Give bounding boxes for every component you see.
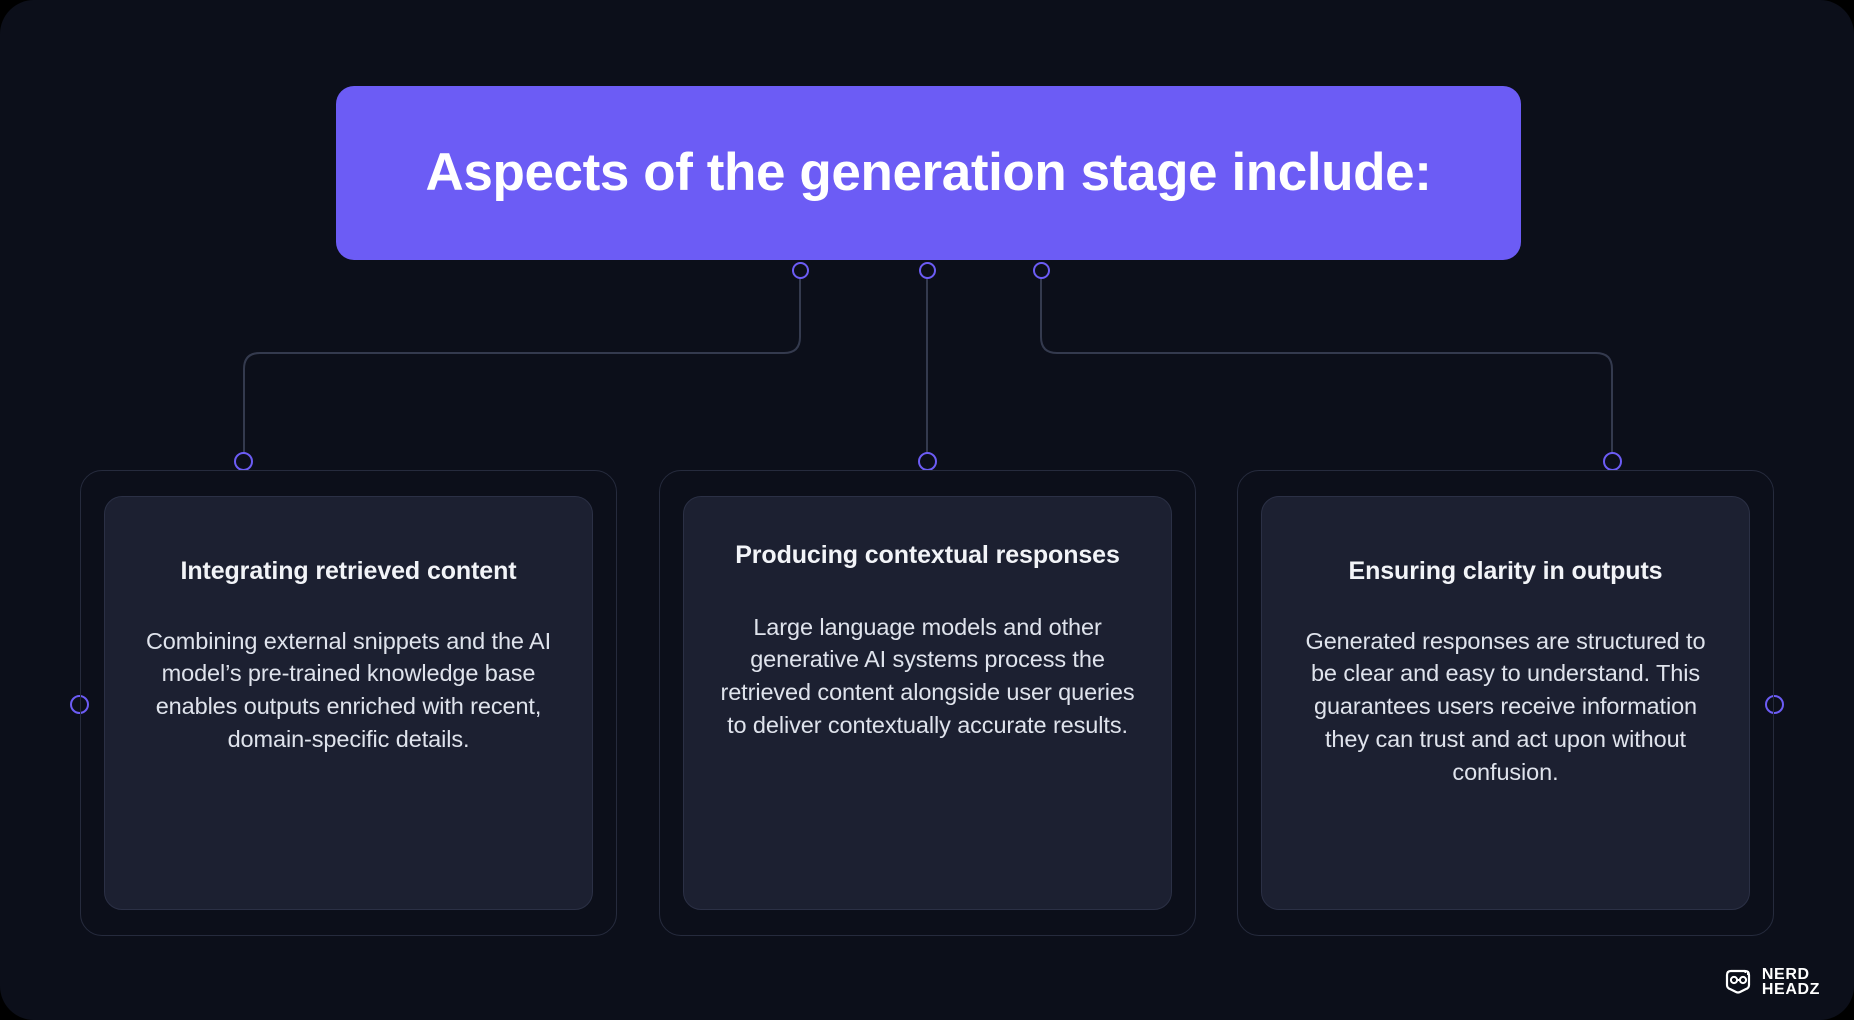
- connector-node-top-right: [1033, 262, 1050, 279]
- header-banner: Aspects of the generation stage include:: [336, 86, 1521, 260]
- card-2[interactable]: Producing contextual responses Large lan…: [683, 496, 1172, 910]
- card-3-body: Generated responses are structured to be…: [1305, 627, 1706, 786]
- card-outline-1: [80, 470, 617, 936]
- card-3[interactable]: Ensuring clarity in outputs Generated re…: [1261, 496, 1750, 910]
- connector-path-right: [1040, 269, 1613, 453]
- page-title: Aspects of the generation stage include:: [425, 143, 1432, 203]
- card-outline-3: [1237, 470, 1774, 936]
- nerd-head-icon: [1725, 970, 1750, 994]
- connector-node-top-left: [792, 262, 809, 279]
- brand-logo: NERD HEADZ: [1723, 965, 1820, 999]
- card-1[interactable]: Integrating retrieved content Combining …: [104, 496, 593, 910]
- connector-node-top-middle: [919, 262, 936, 279]
- card-3-title: Ensuring clarity in outputs: [1348, 557, 1663, 585]
- card-node-top-2: [918, 452, 937, 471]
- card-1-title: Integrating retrieved content: [180, 557, 517, 585]
- card-2-title: Producing contextual responses: [735, 541, 1120, 569]
- connector-path-left: [243, 269, 801, 453]
- brand-wordmark: NERD HEADZ: [1761, 965, 1820, 999]
- brand-line-2: HEADZ: [1761, 981, 1820, 999]
- card-outline-2: [659, 470, 1196, 936]
- edge-node-right: [1765, 695, 1784, 714]
- card-node-top-3: [1603, 452, 1622, 471]
- card-2-body: Large language models and other generati…: [720, 613, 1135, 739]
- card-node-top-1: [234, 452, 253, 471]
- brand-line-1: NERD: [1761, 965, 1810, 983]
- card-1-body: Combining external snippets and the AI m…: [145, 627, 552, 753]
- edge-node-left: [70, 695, 89, 714]
